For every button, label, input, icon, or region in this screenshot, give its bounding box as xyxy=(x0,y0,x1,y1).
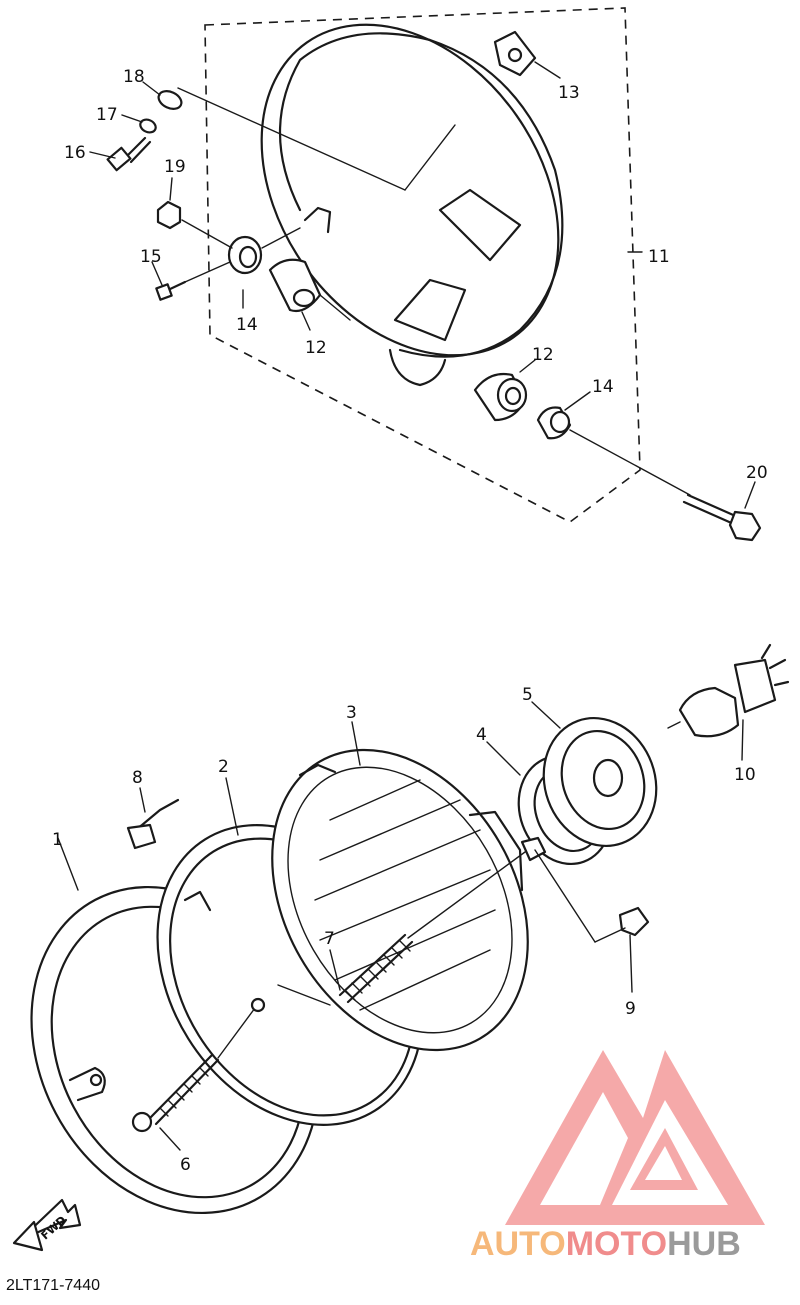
damper-right xyxy=(473,372,528,422)
wire-clip xyxy=(126,798,180,850)
washer xyxy=(157,90,183,110)
small-screw xyxy=(155,280,187,301)
lower-leader-lines xyxy=(57,701,744,1151)
callout-5: 5 xyxy=(522,685,533,705)
callout-14-left: 14 xyxy=(236,315,258,335)
callout-10: 10 xyxy=(734,765,756,785)
watermark-hub: HUB xyxy=(667,1225,741,1263)
bulb-socket xyxy=(542,716,658,848)
callout-20: 20 xyxy=(746,463,768,483)
callout-18: 18 xyxy=(123,67,145,87)
callout-12-right: 12 xyxy=(532,345,554,365)
collar-left xyxy=(227,235,263,275)
hex-nut xyxy=(156,200,182,230)
callout-13: 13 xyxy=(558,83,580,103)
callout-7: 7 xyxy=(324,929,335,949)
mount-bolt xyxy=(106,136,152,172)
callout-17: 17 xyxy=(96,105,118,125)
callout-6: 6 xyxy=(180,1155,191,1175)
long-bolt xyxy=(682,493,762,542)
callout-12-left: 12 xyxy=(305,338,327,358)
callout-9: 9 xyxy=(625,999,636,1019)
callout-15: 15 xyxy=(140,247,162,267)
watermark-logo xyxy=(505,1050,765,1225)
callout-11: 11 xyxy=(648,247,670,267)
spring-washer xyxy=(139,118,157,134)
collar-right xyxy=(536,406,572,440)
callout-19: 19 xyxy=(164,157,186,177)
watermark-moto: MOTO xyxy=(566,1225,667,1263)
callout-labels: 18 17 16 19 15 14 12 13 11 12 14 20 3 5 … xyxy=(52,67,768,1175)
diagram-part-code: 2LT171-7440 xyxy=(6,1277,100,1294)
adjusting-screw-long xyxy=(131,997,266,1133)
callout-8: 8 xyxy=(132,768,143,788)
upper-leader-lines xyxy=(89,61,756,509)
callout-14-right: 14 xyxy=(592,377,614,397)
callout-3: 3 xyxy=(346,703,357,723)
watermark-text: AUTOMOTOHUB xyxy=(470,1225,741,1263)
watermark-auto: AUTO xyxy=(470,1225,566,1263)
nut-clip xyxy=(618,906,650,937)
callout-16: 16 xyxy=(64,143,86,163)
halogen-bulb xyxy=(667,643,790,738)
adjusting-spring xyxy=(338,836,547,1004)
forward-direction-arrow: FWD xyxy=(12,1198,82,1252)
callout-2: 2 xyxy=(218,757,229,777)
callout-4: 4 xyxy=(476,725,487,745)
headlight-housing xyxy=(260,23,564,387)
housing-clip xyxy=(493,30,537,77)
assembly-boundary-11 xyxy=(204,7,641,523)
callout-1: 1 xyxy=(52,830,63,850)
